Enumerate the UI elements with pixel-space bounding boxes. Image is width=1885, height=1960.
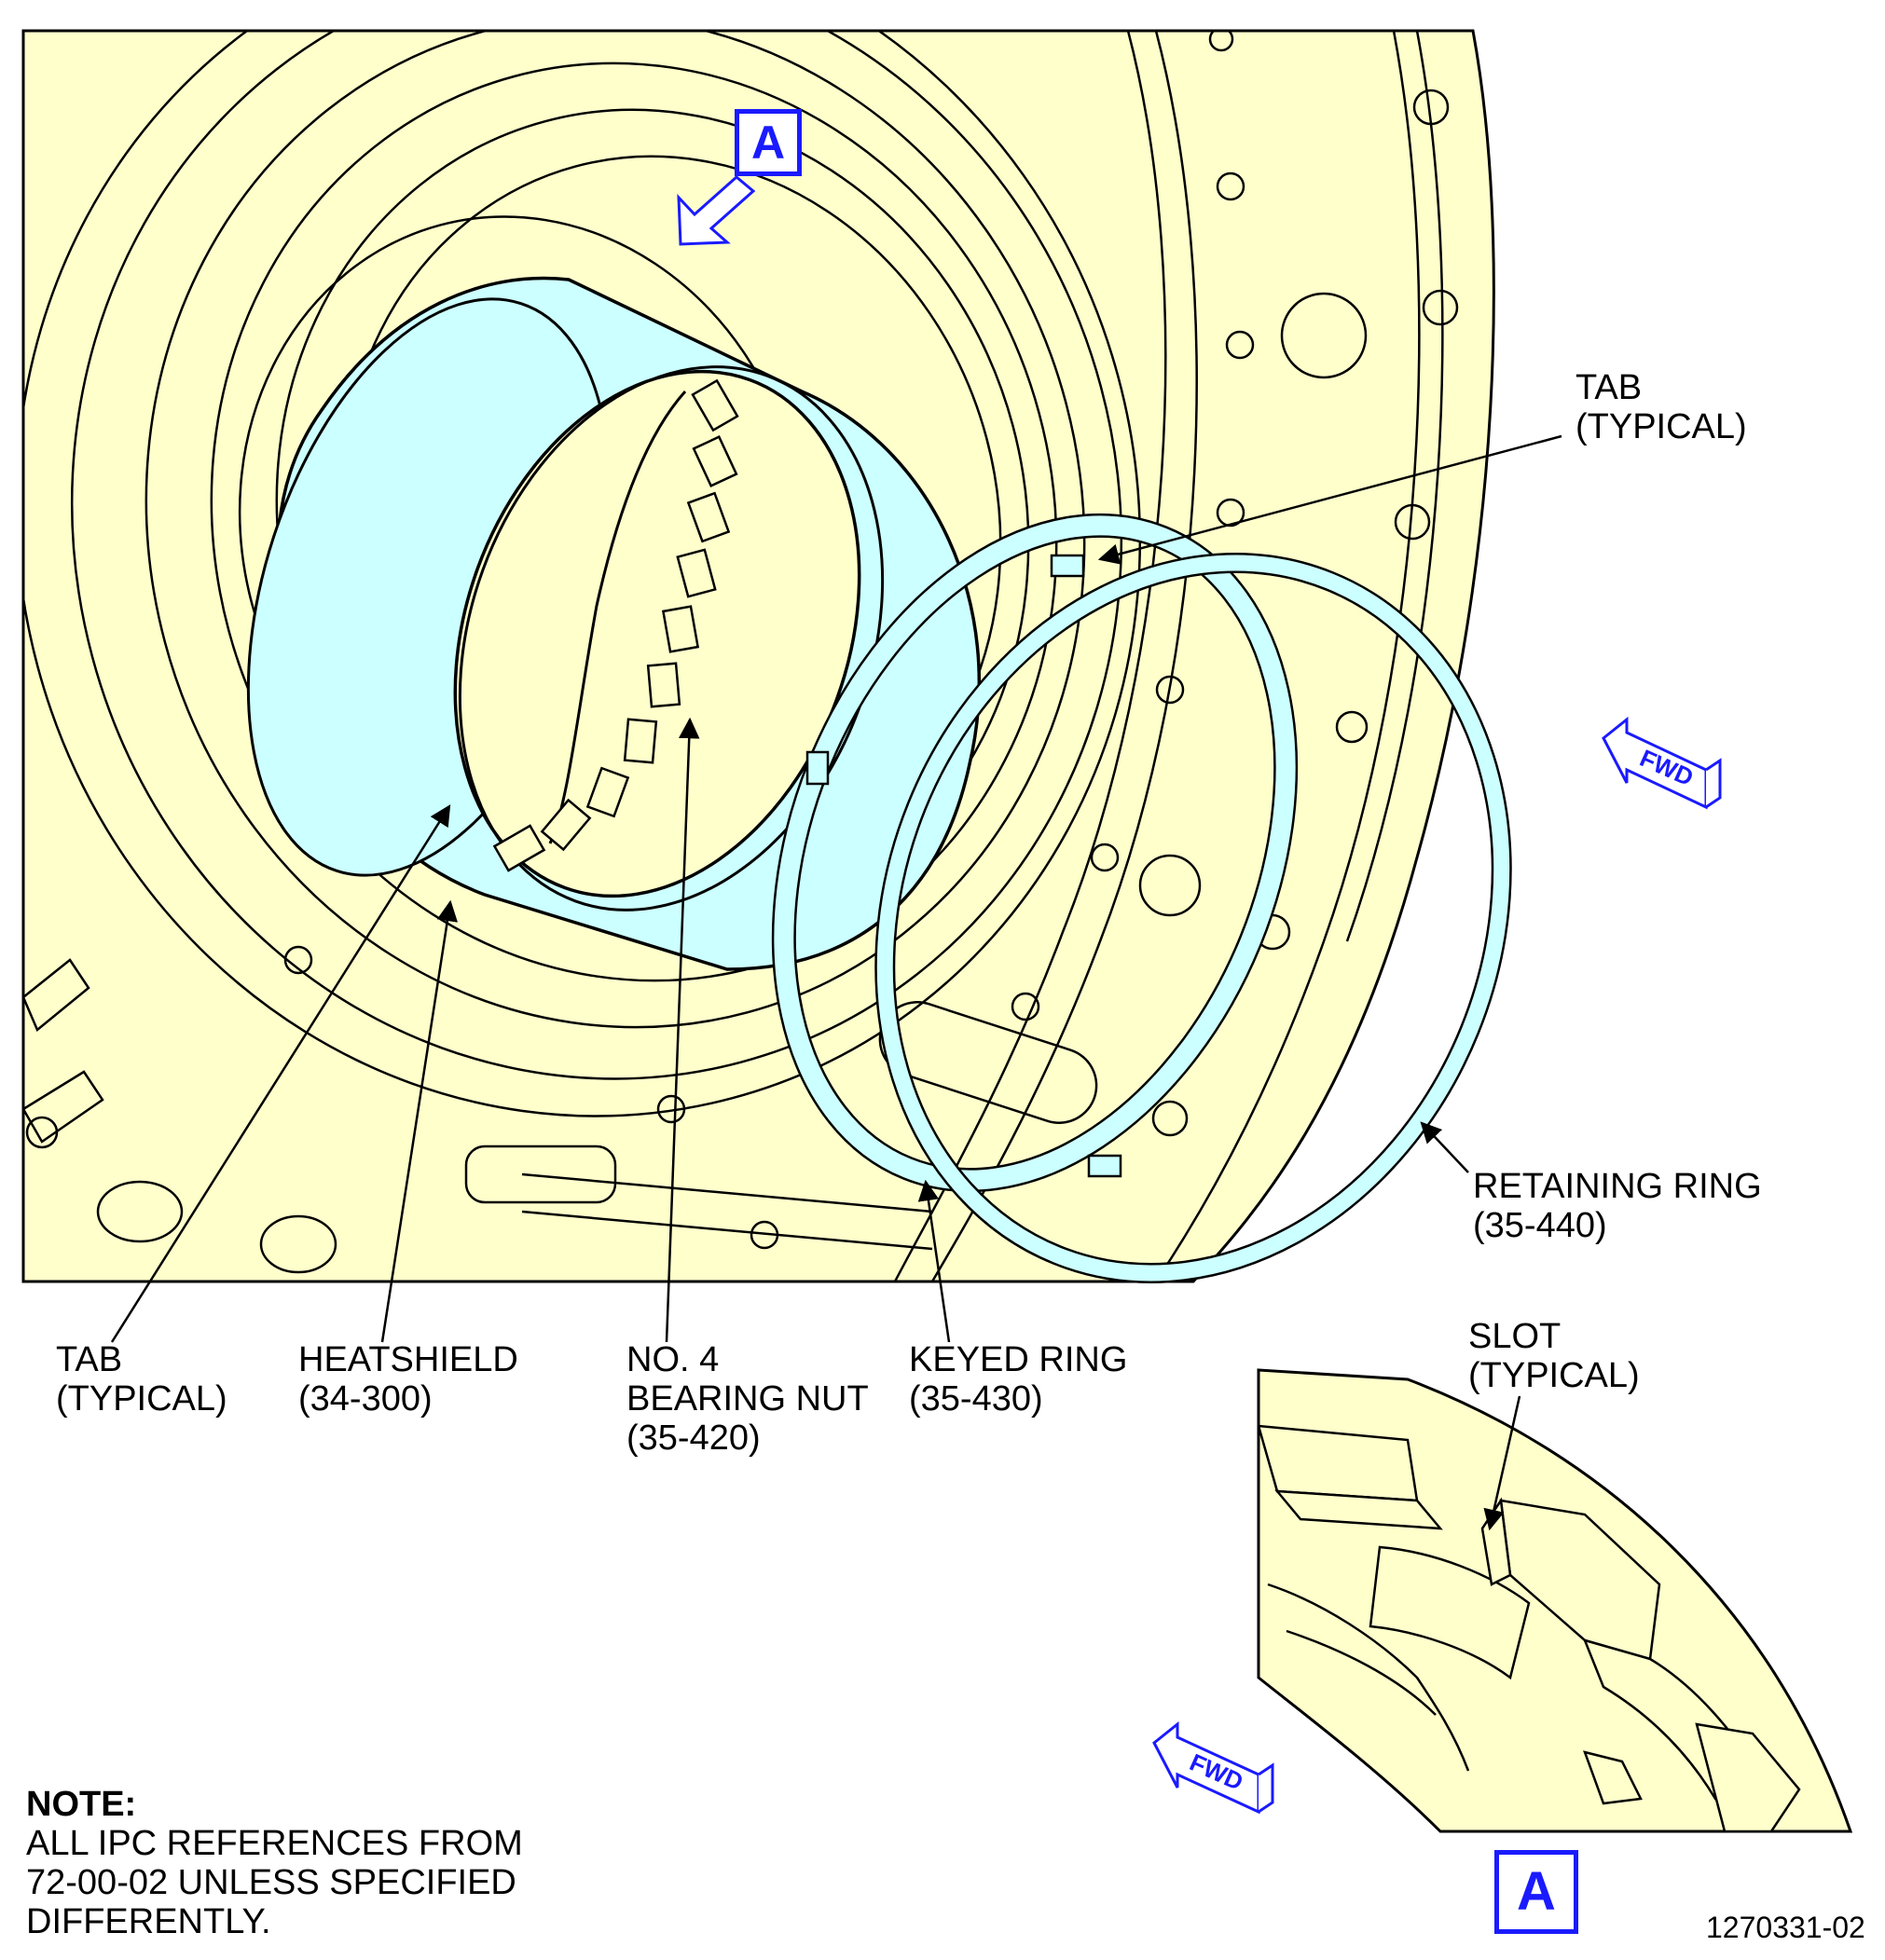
view-a-marker-main: A (735, 109, 802, 176)
callout-bearing-nut: NO. 4 BEARING NUT (35-420) (626, 1340, 869, 1458)
leader-bearing-nut (665, 717, 700, 1343)
keyed-ring-tab-bottom (1087, 1154, 1122, 1178)
callout-retaining-ring-line2: (35-440) (1473, 1206, 1607, 1245)
view-a-marker-detail: A (1494, 1850, 1578, 1934)
leader-tab-top (1097, 434, 1562, 565)
keyed-ring (771, 513, 1299, 1193)
callout-bearing-nut-line1: NO. 4 (626, 1340, 720, 1379)
keyed-ring-tab-side (805, 750, 830, 786)
callout-keyed-ring-line1: KEYED RING (909, 1340, 1128, 1379)
callout-tab-top: TAB (TYPICAL) (1575, 368, 1747, 446)
callout-tab-left-line1: TAB (56, 1340, 123, 1379)
callout-retaining-ring-line1: RETAINING RING (1473, 1167, 1762, 1206)
leader-lines (110, 434, 1562, 1531)
leader-tab-left (110, 804, 451, 1343)
retaining-ring (874, 553, 1512, 1283)
callout-bearing-nut-line2: BEARING NUT (626, 1379, 869, 1419)
fwd-arrow-main: FWD (1602, 716, 1722, 810)
callout-slot-line1: SLOT (1468, 1317, 1562, 1356)
note-line-1: ALL IPC REFERENCES FROM (26, 1824, 523, 1863)
callout-slot: SLOT (TYPICAL) (1468, 1317, 1640, 1395)
callout-tab-top-line1: TAB (1575, 368, 1643, 407)
callout-bearing-nut-line3: (35-420) (626, 1419, 761, 1458)
bearing-nut (492, 378, 739, 872)
keyed-ring-tab-top (1050, 554, 1085, 578)
callout-tab-left-line2: (TYPICAL) (56, 1379, 227, 1419)
note-line-2: 72-00-02 UNLESS SPECIFIED (26, 1863, 516, 1902)
leader-keyed-ring (917, 1179, 951, 1343)
callout-tab-top-line2: (TYPICAL) (1575, 407, 1747, 446)
callout-keyed-ring-line2: (35-430) (909, 1379, 1043, 1419)
note-title: NOTE: (26, 1785, 137, 1824)
callout-heatshield-line2: (34-300) (298, 1379, 433, 1419)
heatshield-front-opening (453, 369, 861, 898)
callout-keyed-ring: KEYED RING (35-430) (909, 1340, 1127, 1419)
callout-tab-left: TAB (TYPICAL) (56, 1340, 227, 1419)
detail-a-view (1257, 1368, 1853, 1833)
fwd-arrow-detail: FWD (1152, 1720, 1274, 1815)
bolt-pattern (25, 31, 1459, 1250)
view-a-direction-arrow (677, 175, 756, 246)
leader-slot (1483, 1395, 1521, 1531)
leader-heatshield (380, 899, 459, 1343)
callout-retaining-ring: RETAINING RING (35-440) (1473, 1167, 1762, 1245)
leader-retaining-ring (1420, 1121, 1469, 1173)
note-line-3: DIFFERENTLY. (26, 1902, 271, 1941)
callout-heatshield: HEATSHIELD (34-300) (298, 1340, 518, 1419)
callout-heatshield-line1: HEATSHIELD (298, 1340, 518, 1379)
note-block: NOTE: ALL IPC REFERENCES FROM 72-00-02 U… (26, 1785, 523, 1941)
callout-slot-line2: (TYPICAL) (1468, 1356, 1640, 1395)
figure-number: 1270331-02 (1706, 1911, 1865, 1944)
